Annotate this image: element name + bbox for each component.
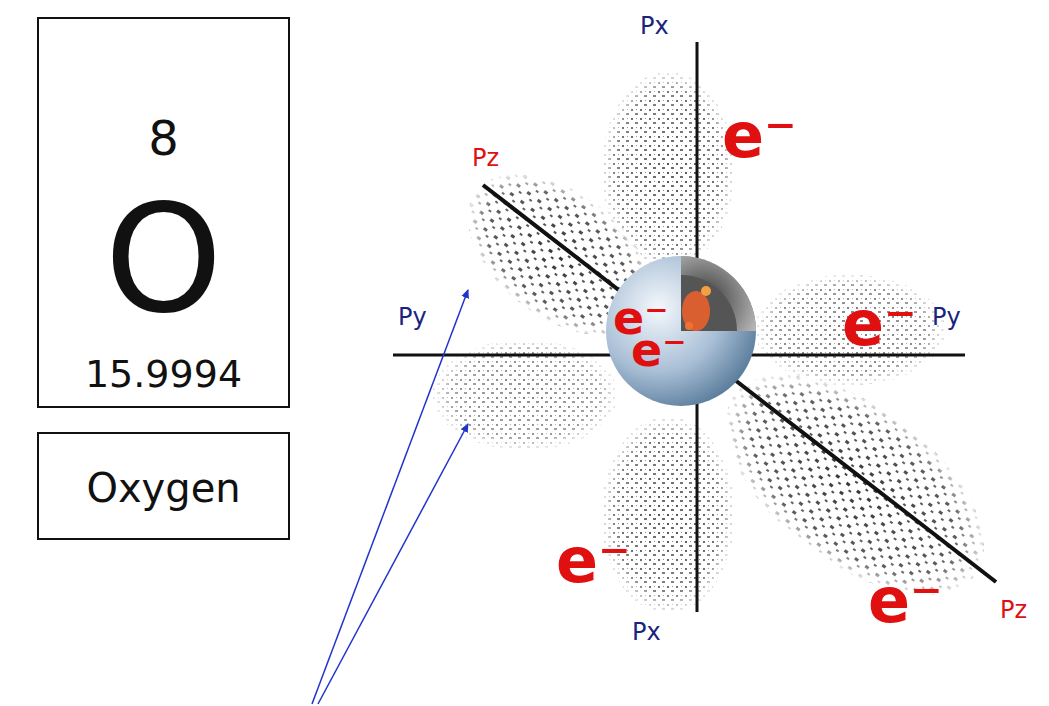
axis-label: Pz <box>472 146 499 170</box>
nucleus-sphere: e⁻e⁻ <box>605 255 757 407</box>
element-box: 8O 15.9994 <box>37 17 290 408</box>
electron-label: e⁻ <box>631 327 686 373</box>
axis-label: Py <box>932 305 961 329</box>
element-text: Oxygen <box>39 468 288 508</box>
leader-arrows <box>312 290 468 704</box>
element-text: O <box>39 184 288 334</box>
axis-label: Pz <box>1000 598 1027 622</box>
element-text: 15.9994 <box>39 355 288 393</box>
element-name-box: Oxygen <box>37 432 290 540</box>
axis-label: Px <box>640 14 669 38</box>
electron-label: e⁻ <box>842 293 917 355</box>
electron-label: e⁻ <box>868 570 943 632</box>
axis-label: Py <box>398 305 427 329</box>
axes <box>393 42 996 612</box>
electron-label: e⁻ <box>556 530 631 592</box>
element-text: 8 <box>39 114 288 162</box>
electron-label: e⁻ <box>722 105 797 167</box>
axis-label: Px <box>632 620 661 644</box>
